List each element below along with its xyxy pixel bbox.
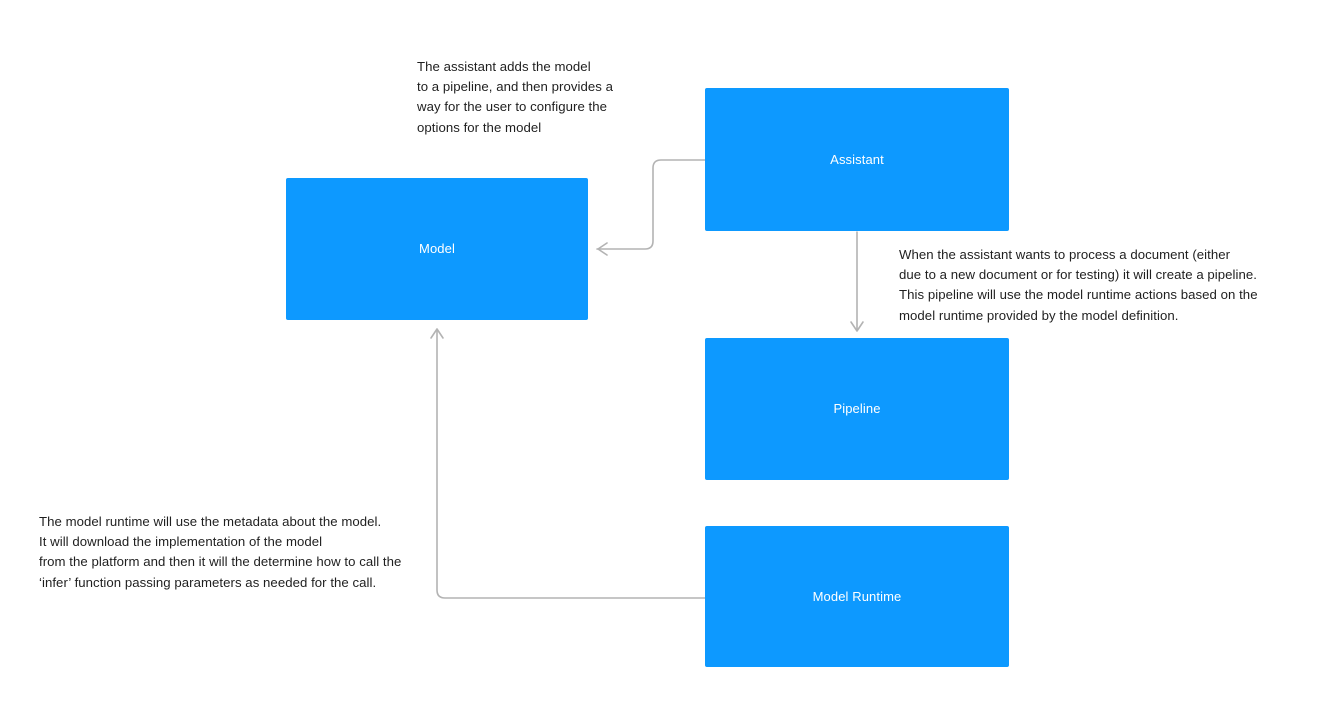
- node-model[interactable]: Model: [286, 178, 588, 320]
- annotation-assistant-to-pipeline: When the assistant wants to process a do…: [899, 247, 1258, 323]
- edge-assistant-to-model-arrowhead: [597, 242, 608, 256]
- node-model-runtime-label: Model Runtime: [812, 588, 902, 604]
- edge-assistant-to-model: [596, 159, 706, 256]
- node-pipeline-label: Pipeline: [833, 401, 881, 416]
- edge-assistant-to-model-path: [596, 159, 706, 250]
- edge-model-runtime-to-model-arrowhead: [430, 328, 444, 339]
- edge-assistant-to-pipeline: [850, 231, 864, 332]
- node-assistant[interactable]: Assistant: [705, 88, 1009, 231]
- node-model-label: Model: [419, 241, 455, 256]
- node-model-runtime[interactable]: Model Runtime: [705, 526, 1009, 667]
- annotation-assistant-to-model: The assistant adds the model to a pipeli…: [417, 59, 613, 135]
- edge-model-runtime-to-model: [430, 328, 706, 599]
- annotation-model-runtime-to-model: The model runtime will use the metadata …: [39, 514, 402, 590]
- edge-assistant-to-pipeline-arrowhead: [850, 321, 864, 332]
- edge-model-runtime-to-model-path: [436, 329, 706, 599]
- node-assistant-label: Assistant: [830, 151, 884, 167]
- node-pipeline[interactable]: Pipeline: [705, 338, 1009, 480]
